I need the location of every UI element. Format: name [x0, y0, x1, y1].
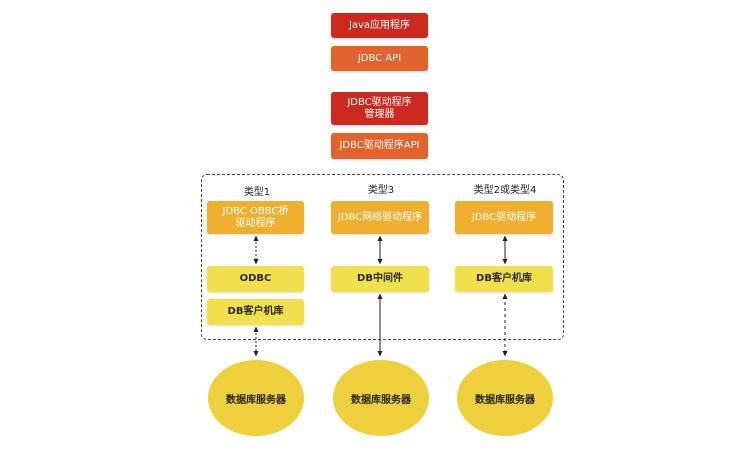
- type2-4-label: 类型2或类型4: [473, 185, 537, 196]
- type3-label: 类型3: [367, 185, 395, 196]
- type1-driver-box: JDBC OBBC桥 驱动程序: [207, 201, 304, 234]
- java-app-box: Java应用程序: [331, 13, 428, 38]
- db-server-3: 数据库服务器: [457, 360, 553, 436]
- jdbc-api-box: JDBC API: [331, 46, 428, 71]
- db-server-1: 数据库服务器: [208, 360, 304, 436]
- driver-types-container: [201, 174, 564, 340]
- type3-middleware-box: DB中间件: [331, 266, 429, 292]
- type1-odbc-box: ODBC: [207, 266, 304, 292]
- type1-label: 类型1: [243, 187, 271, 198]
- type3-driver-box: JDBC网络驱动程序: [331, 201, 429, 234]
- type1-client-lib-box: DB客户机库: [207, 299, 304, 325]
- type2-4-driver-box: JDBC驱动程序: [455, 201, 553, 234]
- driver-manager-box: JDBC驱动程序 管理器: [331, 92, 428, 125]
- driver-api-box: JDBC驱动程序API: [331, 133, 428, 159]
- db-server-2: 数据库服务器: [333, 360, 429, 436]
- type2-4-client-lib-box: DB客户机库: [455, 266, 553, 292]
